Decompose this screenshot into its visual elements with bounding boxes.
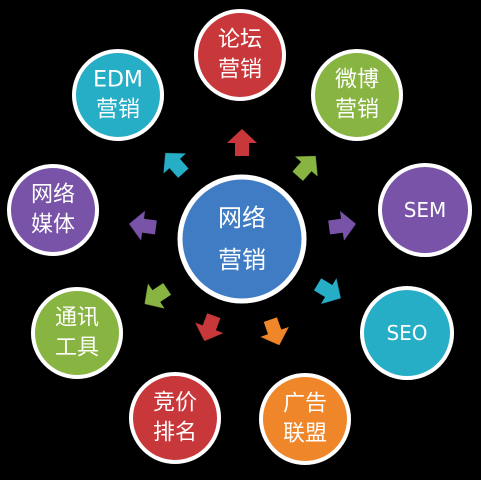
node-edm: EDM 营销 (72, 49, 164, 141)
forum-label-line: 论坛 (218, 28, 262, 53)
edm-label-line: 营销 (96, 98, 140, 123)
nodes-layer: 论坛营销微博营销SEMSEO广告联盟竞价排名通讯工具网络媒体EDM营销 (7, 9, 472, 465)
sem-arrow-shape (328, 210, 356, 241)
weibo-label-line: 营销 (335, 98, 379, 123)
tools-arrow (144, 283, 172, 309)
tools-circle (31, 287, 123, 379)
tools-arrow-shape (144, 283, 172, 309)
ads-arrow (260, 317, 289, 346)
sem-label-line: SEM (404, 198, 447, 222)
forum-circle (194, 9, 286, 101)
arrows-layer (129, 129, 356, 346)
ads-arrow-shape (260, 317, 289, 346)
seo-arrow-shape (313, 278, 341, 304)
forum-label-line: 营销 (218, 58, 262, 83)
edm-arrow-shape (163, 153, 189, 178)
edm-arrow (163, 153, 189, 178)
ads-label-line: 广告 (283, 392, 327, 417)
tools-label-line: 通讯 (55, 306, 99, 331)
media-circle (7, 164, 99, 256)
center-label-line: 网络 (218, 204, 266, 232)
media-arrow-shape (129, 210, 157, 241)
sem-arrow (328, 210, 356, 241)
seo-arrow (313, 278, 341, 304)
center-circle (177, 174, 307, 304)
node-sem: SEM (378, 163, 472, 257)
ads-circle (259, 373, 351, 465)
forum-arrow (227, 129, 257, 156)
weibo-arrow-shape (292, 156, 318, 181)
center-label-line: 营销 (218, 246, 266, 274)
seo-circle (360, 286, 454, 380)
edm-label-line: EDM (93, 68, 143, 93)
bidding-label-line: 排名 (153, 421, 197, 446)
media-label-line: 网络 (31, 183, 75, 208)
weibo-circle (311, 49, 403, 141)
node-seo: SEO (360, 286, 454, 380)
media-arrow (129, 210, 157, 241)
bidding-circle (129, 372, 221, 464)
bidding-arrow-shape (195, 313, 224, 342)
forum-arrow-shape (227, 129, 257, 156)
weibo-arrow (292, 156, 318, 181)
sem-circle (378, 163, 472, 257)
ads-label-line: 联盟 (283, 422, 327, 447)
edm-circle (72, 49, 164, 141)
tools-label-line: 工具 (55, 336, 99, 361)
seo-label-line: SEO (386, 321, 427, 345)
weibo-label-line: 微博 (335, 68, 379, 93)
media-label-line: 媒体 (31, 213, 75, 238)
bidding-label-line: 竞价 (153, 391, 197, 416)
bidding-arrow (195, 313, 224, 342)
